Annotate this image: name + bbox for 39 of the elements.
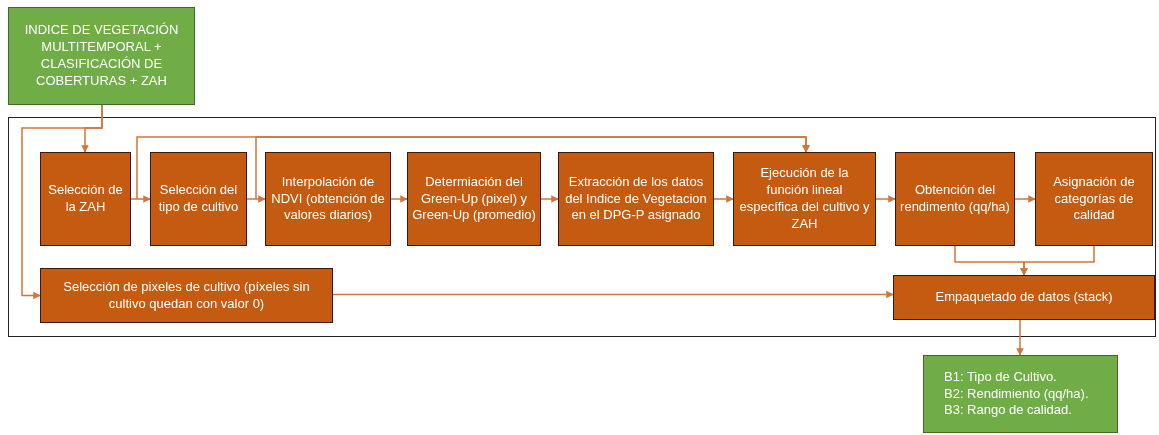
process-box — [40, 152, 131, 246]
arrow — [1020, 245, 1095, 276]
box-text: Determiación del Green-Up (pixel) y Green-Up (promedio) — [412, 173, 536, 225]
box-text: Selección de la ZAH — [47, 182, 124, 216]
box-text: B1: Tipo de Cultivo. — [944, 368, 1057, 386]
process-box — [558, 152, 714, 246]
box-text: B3: Rango de calidad. — [944, 402, 1072, 420]
arrow — [875, 195, 896, 203]
box-text: Obtención del rendimento (qq/ha) — [900, 182, 1010, 216]
process-box — [265, 152, 391, 246]
process-box — [1035, 152, 1153, 246]
process-box — [893, 275, 1155, 320]
box-text: INDICE DE VEGETACIÓN MULTITEMPORAL + CLASIFICACIÓN DE COBERTURAS + ZAH — [23, 22, 180, 90]
arrow — [1014, 195, 1036, 203]
box-text: Interpolación de NDVI (obtención de valores diarios) — [270, 173, 386, 225]
box-text: Asignación de categorías de calidad — [1052, 173, 1136, 225]
arrow — [540, 195, 559, 203]
box-text: Selección del tipo de cultivo — [157, 182, 240, 216]
box-text: B2: Rendimiento (qq/ha). — [944, 385, 1089, 403]
data-box — [8, 7, 195, 105]
arrow — [21, 104, 103, 300]
arrow — [713, 195, 734, 203]
arrow — [246, 195, 266, 203]
box-text: Ejecución de la función lineal específica del cultivo y ZAH — [738, 165, 871, 233]
box-text: Extracción de los datos del Indice de Vegetacion en el DPG-P asignado — [564, 173, 708, 225]
data-box — [923, 355, 1118, 433]
arrow — [390, 195, 408, 203]
process-box — [407, 152, 541, 246]
arrow — [332, 290, 894, 299]
arrow — [1016, 319, 1024, 356]
arrow — [255, 136, 810, 200]
box-text: Selección de pixeles de cultivo (píxeles sin cultivo quedan con valor 0) — [62, 278, 311, 313]
frame-box — [8, 117, 1156, 337]
arrow — [130, 195, 151, 203]
process-box — [150, 152, 247, 246]
process-box — [40, 268, 333, 323]
process-box — [733, 152, 876, 246]
process-box — [895, 152, 1015, 246]
box-text: Empaquetado de datos (stack) — [935, 289, 1113, 306]
